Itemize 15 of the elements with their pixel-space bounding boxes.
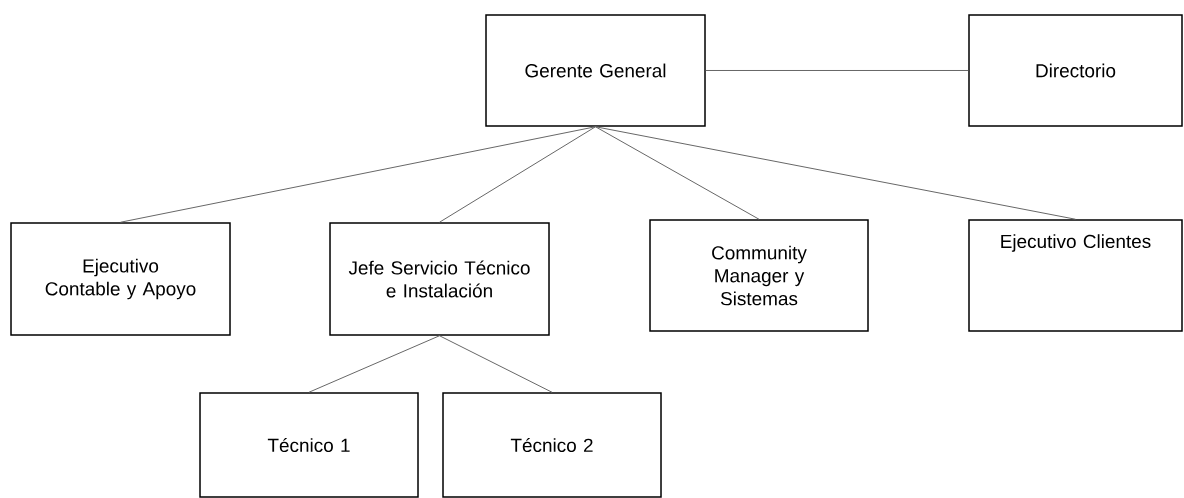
connector-line: [120, 126, 596, 223]
org-box: Gerente General: [485, 14, 706, 127]
org-box: Community Manager y Sistemas: [649, 219, 869, 332]
connector-line: [308, 335, 440, 393]
org-box: Técnico 1: [199, 392, 419, 498]
org-box: Ejecutivo Contable y Apoyo: [10, 222, 231, 336]
connector-line: [439, 126, 596, 223]
org-box: Ejecutivo Clientes: [968, 219, 1183, 332]
connector-line: [595, 126, 760, 220]
org-box: Directorio: [968, 14, 1183, 127]
org-box: Jefe Servicio Técnico e Instalación: [329, 222, 550, 336]
connector-line: [595, 126, 1076, 220]
connector-line: [439, 335, 553, 393]
org-box: Técnico 2: [442, 392, 662, 498]
connector-line: [705, 70, 969, 71]
